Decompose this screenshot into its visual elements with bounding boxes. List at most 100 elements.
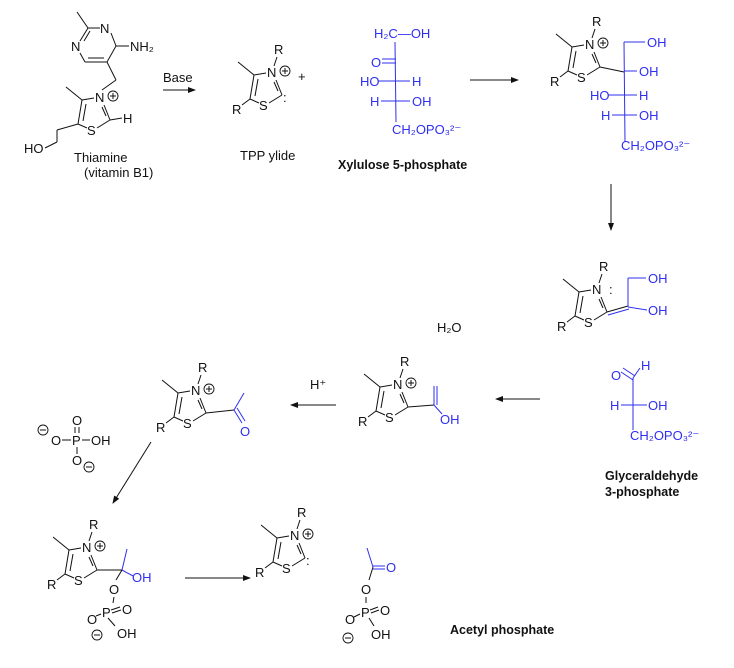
bond xyxy=(574,291,580,317)
bond xyxy=(593,311,608,321)
r-group-label: R xyxy=(400,354,409,369)
r-group-label: R xyxy=(557,319,566,334)
hydroxyl-label: OH xyxy=(648,271,668,286)
hydroxyl-label: OH xyxy=(639,108,659,123)
bond xyxy=(579,295,584,314)
thiamine-molecule: NS xyxy=(65,86,119,138)
nitrogen-label: N xyxy=(585,37,594,52)
charge-circle xyxy=(37,424,49,436)
methyl-bond xyxy=(121,548,128,571)
bond xyxy=(407,404,435,408)
hydroxyl-label: OH xyxy=(648,303,668,318)
r-group-label: R xyxy=(156,420,165,435)
hydroxyl-label: OH xyxy=(648,398,668,413)
bond xyxy=(567,46,573,72)
bond xyxy=(112,596,115,604)
oxygen-label: O xyxy=(72,413,82,428)
bond xyxy=(264,561,274,569)
bond xyxy=(296,544,302,555)
hydrogen-label: H xyxy=(641,358,650,373)
water-label: H₂O xyxy=(437,320,462,335)
double-bond xyxy=(622,367,636,377)
charge-circle xyxy=(94,540,106,552)
bond xyxy=(197,399,203,410)
bond xyxy=(591,28,596,39)
bond xyxy=(253,72,267,76)
oxygen-label: O xyxy=(361,582,371,597)
r-group-label: R xyxy=(297,505,306,520)
bond xyxy=(273,81,279,92)
negative-charge-icon xyxy=(37,424,49,436)
bond xyxy=(559,70,569,78)
methyl-bond xyxy=(562,278,580,293)
methyl-bond xyxy=(52,536,70,551)
bond xyxy=(627,306,648,311)
bond xyxy=(599,66,625,73)
acetyl-phosphate-label: Acetyl phosphate xyxy=(450,623,554,637)
positive-charge-icon xyxy=(203,383,215,395)
phosphorus-label: P xyxy=(102,605,111,620)
double-bond xyxy=(607,308,630,316)
bond xyxy=(106,61,117,81)
bond xyxy=(572,50,577,69)
r-group-label: R xyxy=(255,565,264,580)
charge-circle xyxy=(405,377,417,389)
fischer-backbone xyxy=(394,41,397,123)
oxygen-label: O xyxy=(87,612,97,627)
r-group-label: R xyxy=(47,577,56,592)
bond xyxy=(115,569,123,581)
bond xyxy=(598,298,604,309)
bond xyxy=(272,561,283,567)
bond xyxy=(197,374,202,385)
bond xyxy=(567,70,578,76)
negative-charge-icon xyxy=(83,461,95,473)
negative-charge-icon xyxy=(342,632,354,644)
bond xyxy=(574,315,585,321)
nitrogen-label: N xyxy=(267,65,276,80)
xylulose-label: Xylulose 5-phosphate xyxy=(338,158,467,172)
hydrogen-label: H xyxy=(639,88,648,103)
charge-circle xyxy=(83,461,95,473)
bond xyxy=(298,542,306,559)
charge-circle xyxy=(91,629,103,641)
hydroxyl-label: HO xyxy=(360,74,380,89)
bond xyxy=(69,553,74,572)
oxygen-label: O xyxy=(240,424,250,439)
bond xyxy=(101,106,107,117)
hydrogen-label: H xyxy=(601,108,610,123)
hydrogen-label: H xyxy=(610,398,619,413)
r-group-label: R xyxy=(232,102,241,117)
phosphate-label: CH₂OPO₃²⁻ xyxy=(630,428,699,443)
bond xyxy=(578,289,592,293)
positive-charge-icon xyxy=(94,540,106,552)
bond xyxy=(593,51,601,68)
fischer-label: H₂C—OH xyxy=(374,26,430,41)
bond xyxy=(233,392,245,411)
hydrogen-label: H xyxy=(412,74,421,89)
hydroxyl-label: OH xyxy=(132,570,152,585)
sulfur-label: S xyxy=(282,561,291,576)
bond xyxy=(353,613,361,618)
bond xyxy=(83,30,91,42)
sulfur-label: S xyxy=(87,123,96,138)
double-bond xyxy=(370,609,380,614)
bond xyxy=(606,305,629,313)
sulfur-label: S xyxy=(183,416,192,431)
phosphate-label: CH₂OPO₃²⁻ xyxy=(392,122,461,137)
charge-circle xyxy=(597,37,609,49)
nitrogen-label: N xyxy=(191,383,200,398)
r-group-label: R xyxy=(198,360,207,375)
bond xyxy=(277,541,282,560)
bond xyxy=(82,103,87,122)
bond xyxy=(178,396,183,415)
bond xyxy=(64,573,75,579)
phosphate-label: CH₂OPO₃²⁻ xyxy=(621,138,690,153)
oxygen-label: O xyxy=(345,612,355,627)
tpp-ylide-label: TPP ylide xyxy=(240,148,295,163)
base-label: Base xyxy=(163,70,193,85)
r-group-label: R xyxy=(550,74,559,89)
